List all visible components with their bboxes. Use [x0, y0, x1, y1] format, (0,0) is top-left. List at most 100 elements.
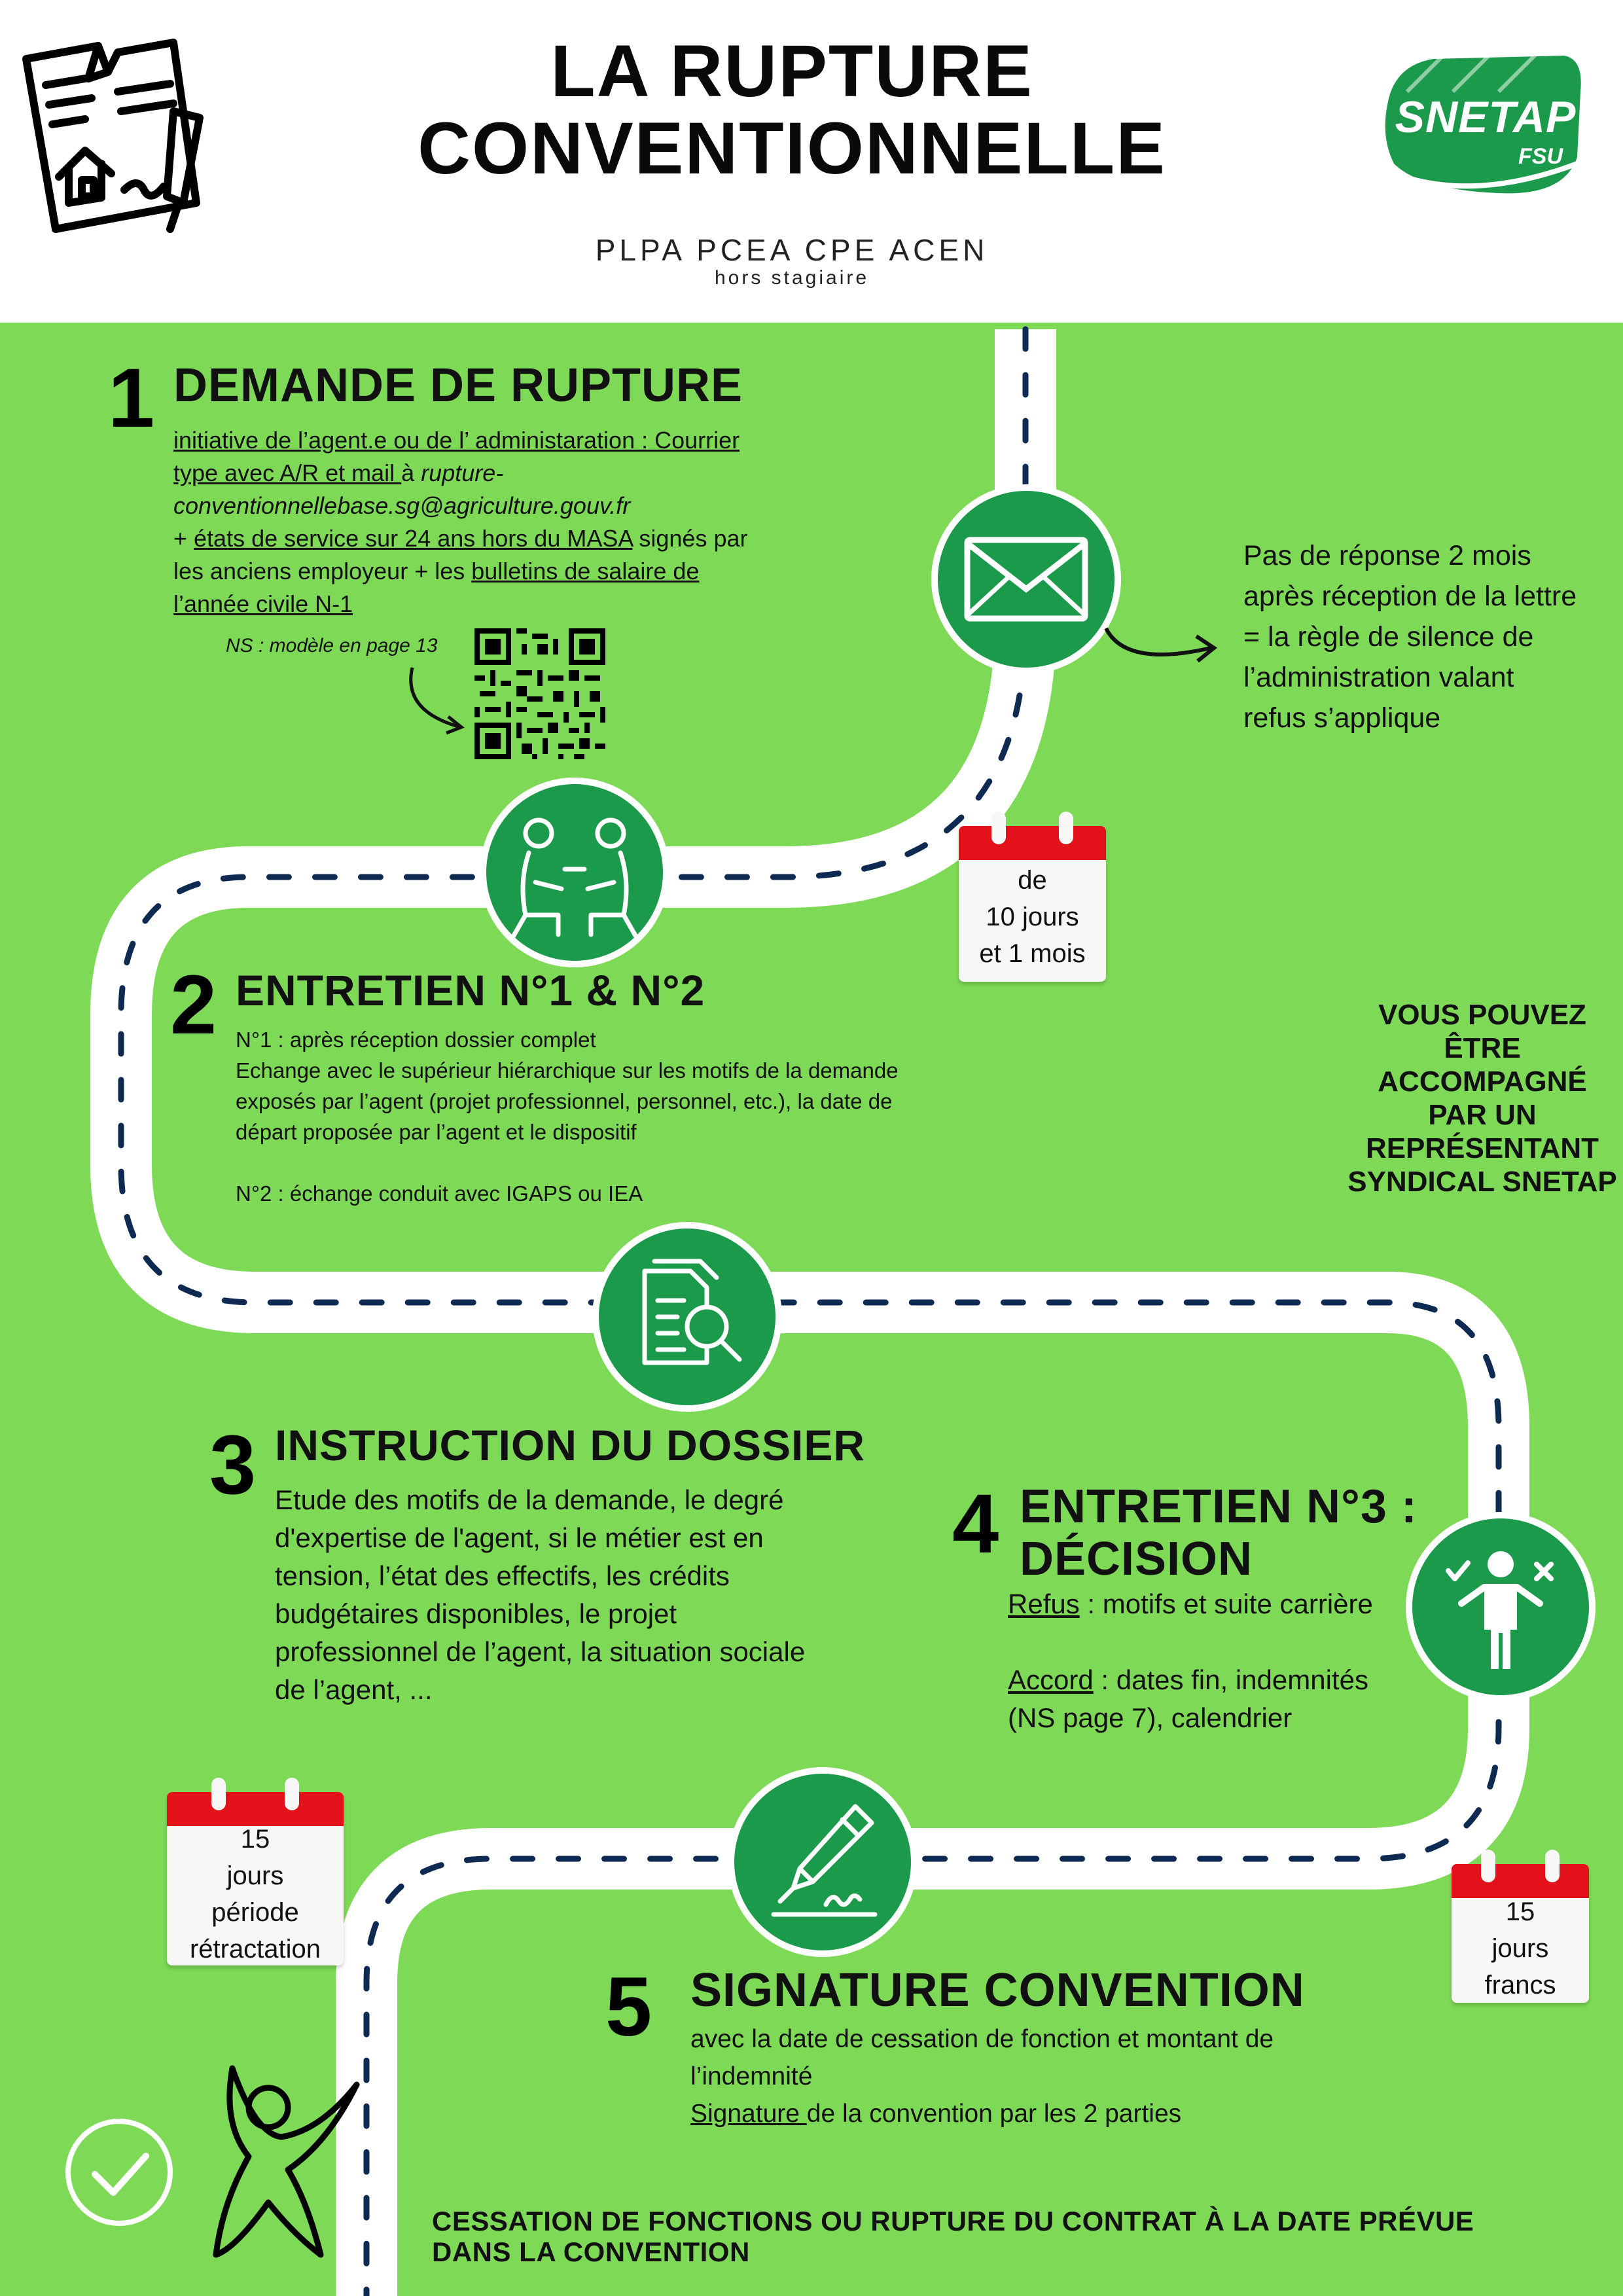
- step2-line5: N°2 : échange conduit avec IGAPS ou IEA: [236, 1181, 643, 1206]
- cal1-line1: de: [1018, 866, 1047, 895]
- step3-line3: tension, l’état des effectifs, les crédi…: [275, 1560, 730, 1591]
- step1-email: conventionnellebase.sg@agriculture.gouv.…: [173, 492, 631, 519]
- calendar-text: 15 jours période rétractation: [167, 1821, 344, 1967]
- calendar-header: [959, 826, 1106, 860]
- step2-line4: départ proposée par l’agent et le dispos…: [236, 1120, 637, 1144]
- step4-accord-text: : dates fin, indemnités: [1093, 1664, 1368, 1695]
- document-search-icon: [642, 1259, 742, 1365]
- step1-number: 1: [108, 351, 155, 445]
- accompany-line4: PAR UN: [1428, 1099, 1537, 1131]
- pen-signature-icon: [771, 1804, 878, 1917]
- subtitle: PLPA PCEA CPE ACEN: [595, 233, 989, 267]
- step4-title: ENTRETIEN N°3 : DÉCISION: [1020, 1480, 1418, 1585]
- step4-title-line1: ENTRETIEN N°3 :: [1020, 1480, 1418, 1533]
- step1-line2c: rupture-: [421, 459, 504, 486]
- curved-arrow-icon: [409, 667, 465, 735]
- final-statement: CESSATION DE FONCTIONS OU RUPTURE DU CON…: [432, 2206, 1544, 2267]
- accompany-line6: SYNDICAL SNETAP: [1347, 1166, 1617, 1198]
- arrow-right-icon: [1104, 627, 1218, 663]
- envelope-icon: [964, 537, 1088, 622]
- step5-number: 5: [605, 1960, 652, 2054]
- step4-accord-text2: (NS page 7), calendrier: [1008, 1702, 1293, 1733]
- qr-code[interactable]: [474, 628, 605, 759]
- calendar-15jours-francs: 15 jours francs: [1452, 1850, 1589, 2003]
- title-line1: LA RUPTURE: [550, 30, 1033, 112]
- calendar-ring: [211, 1778, 226, 1810]
- step4-title-line2: DÉCISION: [1020, 1533, 1253, 1585]
- calendar-10jours: de 10 jours et 1 mois: [959, 812, 1106, 982]
- calendar-text: de 10 jours et 1 mois: [959, 862, 1106, 972]
- step3-line4: budgétaires disponibles, le projet: [275, 1598, 677, 1629]
- step3-line2: d'expertise de l'agent, si le métier est…: [275, 1522, 764, 1553]
- cal2-line2: jours: [226, 1861, 284, 1890]
- calendar-ring: [991, 812, 1006, 844]
- step3-number: 3: [209, 1418, 257, 1512]
- step1-line4c: signés par: [632, 525, 748, 552]
- meeting-icon: [510, 817, 639, 941]
- step2-body: N°1 : après réception dossier complet Ec…: [236, 1024, 988, 1209]
- step1-line2a: type avec A/R et mail: [173, 459, 402, 486]
- silence-note: Pas de réponse 2 mois après réception de…: [1243, 540, 1577, 734]
- cal3-line1: 15: [1505, 1897, 1535, 1926]
- step4-accord-label: Accord: [1008, 1664, 1094, 1695]
- step5-signature-text: de la convention par les 2 parties: [806, 2100, 1182, 2128]
- step1-line5b: bulletins de salaire de: [471, 558, 700, 584]
- step4-refus-text: : motifs et suite carrière: [1079, 1588, 1373, 1619]
- step4-circle: [1406, 1512, 1596, 1702]
- header: [0, 0, 1623, 323]
- step1-line6: l’année civile N-1: [173, 590, 353, 617]
- step5-signature-label: Signature: [690, 2100, 807, 2128]
- cal2-line4: rétractation: [189, 1935, 321, 1964]
- decision-person-icon: [1446, 1551, 1554, 1669]
- step1-line4b: états de service sur 24 ans hors du MASA: [194, 525, 633, 552]
- checkmark-circle-icon: [65, 2119, 173, 2226]
- step1-circle: [931, 484, 1121, 674]
- step3-circle: [592, 1222, 782, 1412]
- accompany-line1: VOUS POUVEZ: [1378, 999, 1586, 1031]
- step1-title: DEMANDE DE RUPTURE: [173, 359, 743, 412]
- step3-title: INSTRUCTION DU DOSSIER: [275, 1421, 866, 1469]
- step4-number: 4: [952, 1477, 999, 1571]
- step3-line5: professionnel de l’agent, la situation s…: [275, 1636, 806, 1667]
- cal1-line2: 10 jours: [986, 903, 1079, 931]
- cal3-line3: francs: [1484, 1971, 1556, 2000]
- cal3-line2: jours: [1491, 1934, 1549, 1963]
- logo-shape-icon: [1385, 50, 1581, 194]
- step5-body: avec la date de cessation de fonction et…: [690, 2020, 1476, 2132]
- accompany-line5: REPRÉSENTANT: [1365, 1132, 1599, 1164]
- calendar-ring: [1545, 1850, 1560, 1882]
- snetap-logo: SNETAP FSU: [1368, 46, 1590, 203]
- step5-line1: avec la date de cessation de fonction et…: [690, 2025, 1274, 2053]
- step5-circle: [728, 1767, 918, 1957]
- calendar-ring: [285, 1778, 299, 1810]
- final-line2: DANS LA CONVENTION: [432, 2236, 750, 2267]
- calendar-text: 15 jours francs: [1452, 1893, 1589, 2003]
- step4-body: Refus : motifs et suite carrière Accord …: [1008, 1585, 1427, 1737]
- subtitle-note: hors stagiaire: [714, 267, 870, 289]
- celebrating-person-icon: [213, 2065, 360, 2258]
- step2-circle: [480, 778, 669, 967]
- step1-line5a: les anciens employeur + les: [173, 558, 472, 584]
- step3-line6: de l’agent, ...: [275, 1674, 433, 1705]
- logo-sub: FSU: [1518, 144, 1563, 169]
- calendar-ring: [1059, 812, 1073, 844]
- step1-body: initiative de l’agent.e ou de l’ adminis…: [173, 424, 789, 620]
- step2-line2: Echange avec le supérieur hiérarchique s…: [236, 1058, 899, 1083]
- step1-line4a: +: [173, 525, 194, 552]
- accompany-line2: ÊTRE: [1444, 1032, 1521, 1064]
- step3-body: Etude des motifs de la demande, le degré…: [275, 1481, 897, 1709]
- logo-text: SNETAP: [1395, 92, 1577, 142]
- cal2-line3: période: [211, 1898, 299, 1927]
- accompany-note: VOUS POUVEZ ÊTRE ACCOMPAGNÉ PAR UN REPRÉ…: [1329, 998, 1623, 1198]
- cal2-line1: 15: [240, 1825, 270, 1854]
- accompany-line3: ACCOMPAGNÉ: [1378, 1066, 1587, 1098]
- step5-title: SIGNATURE CONVENTION: [690, 1964, 1305, 2017]
- step2-line3: exposés par l’agent (projet professionne…: [236, 1089, 893, 1113]
- final-line1: CESSATION DE FONCTIONS OU RUPTURE DU CON…: [432, 2206, 1474, 2236]
- calendar-header: [1452, 1864, 1589, 1898]
- calendar-header: [167, 1792, 344, 1826]
- step1-line2b: à: [401, 459, 421, 486]
- calendar-ring: [1481, 1850, 1495, 1882]
- step2-line1: N°1 : après réception dossier complet: [236, 1028, 596, 1052]
